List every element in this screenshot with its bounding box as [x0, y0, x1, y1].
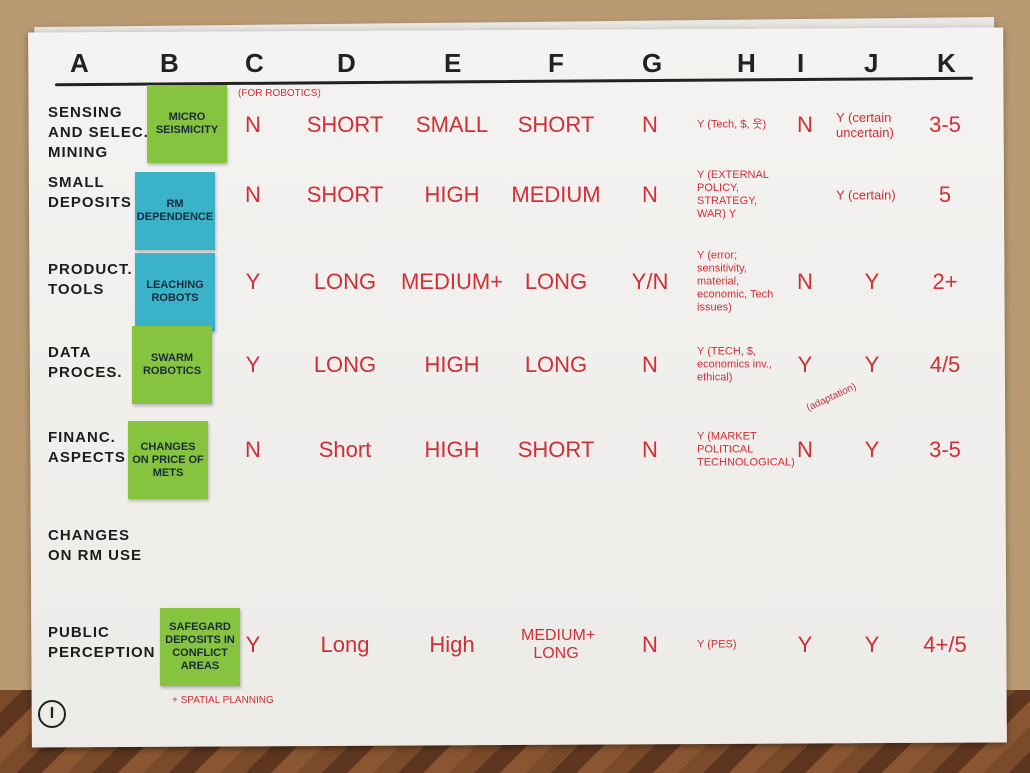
sticky-note: SAFEGARD DEPOSITS IN CONFLICT AREAS: [160, 608, 240, 686]
table-cell: Y (certain uncertain): [836, 110, 894, 140]
row-label: CHANGES ON RM USE: [48, 527, 143, 564]
table-cell: Y/N: [631, 269, 669, 294]
table-cell: Y: [245, 632, 261, 657]
table-cell: Y (MARKET POLITICAL TECHNOLOGICAL): [697, 430, 795, 469]
column-header-a: A: [70, 48, 89, 78]
table-cell: SHORT: [517, 112, 595, 137]
column-header-c: C: [245, 48, 264, 78]
table-cell: LONG: [313, 269, 377, 294]
table-cell: HIGH: [424, 437, 480, 462]
table-cell: Long: [320, 632, 370, 657]
cell-annotation: + SPATIAL PLANNING: [172, 695, 274, 706]
table-cell: Y: [245, 269, 261, 294]
table-cell: LONG: [313, 352, 377, 377]
table-cell: LONG: [524, 352, 588, 377]
sticky-note: SWARM ROBOTICS: [132, 326, 212, 404]
table-cell: 5: [938, 182, 952, 207]
table-cell: N: [245, 182, 261, 207]
table-cell: Y: [864, 437, 880, 462]
table-cell: 4/5: [929, 352, 961, 377]
table-cell: MEDIUM+ LONG: [521, 627, 596, 662]
row-label: PRODUCT. TOOLS: [48, 261, 133, 298]
table-cell: Y: [864, 352, 880, 377]
table-cell: 4+/5: [923, 632, 967, 657]
column-header-b: B: [160, 48, 179, 78]
column-header-i: I: [797, 48, 805, 78]
column-header-h: H: [737, 48, 756, 78]
table-cell: N: [642, 437, 658, 462]
table-cell: Y (EXTERNAL POLICY, STRATEGY, WAR) Y: [697, 169, 769, 220]
table-cell: N: [642, 352, 658, 377]
table-cell: N: [642, 632, 658, 657]
table-cell: Y: [864, 269, 880, 294]
row-label: DATA PROCES.: [48, 344, 123, 381]
sticky-note: CHANGES ON PRICE OF METS: [128, 421, 208, 499]
table-cell: Y: [864, 632, 880, 657]
sticky-note: MICRO SEISMICITY: [147, 85, 227, 163]
table-cell: Y: [797, 352, 813, 377]
table-cell: 3-5: [929, 112, 961, 137]
table-cell: Y (error; sensitivity, material, economi…: [697, 249, 774, 314]
table-cell: SHORT: [306, 182, 384, 207]
table-cell: LONG: [524, 269, 588, 294]
table-cell: SHORT: [306, 112, 384, 137]
table-cell: MEDIUM+: [400, 269, 504, 294]
table-cell: High: [429, 632, 475, 657]
table-cell: N: [797, 269, 813, 294]
row-label: SMALL DEPOSITS: [48, 174, 132, 211]
column-header-f: F: [548, 48, 564, 78]
column-header-d: D: [337, 48, 356, 78]
column-header-k: K: [937, 48, 956, 78]
table-cell: N: [642, 112, 658, 137]
table-cell: SHORT: [517, 437, 595, 462]
sticky-note: LEACHING ROBOTS: [135, 253, 215, 331]
column-header-j: J: [864, 48, 879, 78]
table-cell: MEDIUM: [511, 182, 601, 207]
table-cell: N: [797, 437, 813, 462]
table-cell: Y: [797, 632, 813, 657]
table-cell: N: [245, 112, 261, 137]
table-cell: Y (Tech, $, 웃): [697, 118, 767, 131]
table-cell: Y (TECH, $, economics inv., ethical): [697, 345, 772, 384]
table-cell: 3-5: [929, 437, 961, 462]
table-cell: N: [797, 112, 813, 137]
sticky-note: RM DEPENDENCE: [135, 172, 215, 250]
cell-annotation: (FOR ROBOTICS): [238, 88, 321, 99]
table-cell: Y (PES): [697, 638, 737, 651]
table-cell: HIGH: [424, 182, 480, 207]
table-cell: 2+: [932, 269, 958, 294]
table-cell: N: [642, 182, 658, 207]
column-header-e: E: [444, 48, 462, 78]
table-cell: Y (certain): [836, 187, 896, 203]
row-label: SENSING AND SELEC. MINING: [48, 104, 149, 161]
column-header-g: G: [642, 48, 663, 78]
table-cell: HIGH: [424, 352, 480, 377]
row-label: PUBLIC PERCEPTION: [48, 624, 156, 661]
corner-mark: I: [38, 700, 66, 728]
table-cell: SMALL: [415, 112, 489, 137]
table-cell: Y: [245, 352, 261, 377]
table-cell: N: [245, 437, 261, 462]
table-cell: Short: [318, 437, 372, 462]
row-label: FINANC. ASPECTS: [48, 429, 126, 466]
